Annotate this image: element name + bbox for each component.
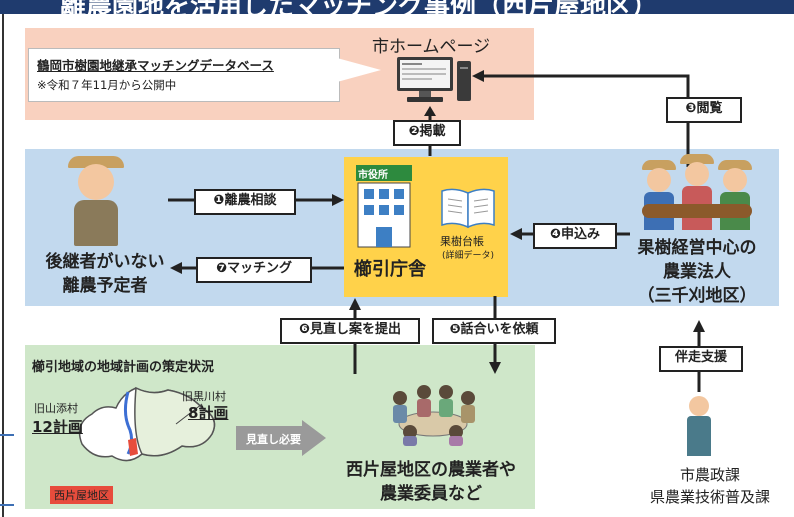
support-label: 伴走支援	[659, 346, 743, 372]
area-map	[78, 386, 216, 462]
village-1-count: 12計画	[32, 418, 83, 436]
review-label: 見直し必要	[246, 433, 301, 446]
review-arrow	[236, 420, 326, 456]
ledger-book-icon	[441, 188, 495, 229]
body-icon	[687, 416, 711, 456]
city-hall-sign: 市役所	[358, 170, 388, 181]
page-title: 離農園地を活用したマッチング事例（西片屋地区）	[60, 0, 658, 14]
corporation-line-2: 農業法人	[663, 262, 731, 282]
body-icon	[74, 200, 118, 246]
step-5-request: ❺話合いを依頼	[432, 318, 556, 344]
step-7-matching: ❼マッチング	[196, 257, 312, 283]
farmers-caption: 西片屋地区の農業者や 農業委員など	[336, 458, 526, 506]
village-1-name: 旧山添村	[34, 402, 78, 415]
corporation-line-1: 果樹経営中心の	[637, 238, 757, 258]
hat-icon	[642, 160, 676, 170]
face-icon	[685, 162, 709, 186]
database-name: 鶴岡市樹園地継承マッチングデータベース	[37, 58, 274, 73]
support-org-1: 市農政課	[679, 466, 740, 484]
hat-icon	[718, 160, 752, 170]
browse-arrow	[472, 70, 690, 167]
database-note: ※令和７年11月から公開中	[37, 78, 177, 92]
city-hall-name: 櫛引庁舎	[354, 259, 426, 280]
step-6-submit: ❻見直し案を提出	[280, 318, 420, 344]
meeting-group-icon	[393, 385, 475, 446]
face-icon	[723, 168, 747, 192]
retiree-line-1: 後継者がいない	[45, 252, 165, 272]
corporation-line-3: （三千刈地区）	[637, 286, 757, 306]
callout-tail	[337, 58, 381, 82]
homepage-title: 市ホームページ	[372, 37, 491, 57]
step-2-post: ❷掲載	[393, 120, 461, 146]
farmers-line-2: 農業委員など	[380, 484, 482, 504]
retiree-caption: 後継者がいない 離農予定者	[40, 250, 170, 298]
district-label: 西片屋地区	[50, 486, 113, 504]
retiree-line-2: 離農予定者	[62, 276, 148, 296]
support-org-2: 県農業技術普及課	[649, 488, 770, 506]
database-callout: 鶴岡市樹園地継承マッチングデータベース ※令和７年11月から公開中	[28, 48, 340, 102]
left-divider	[2, 14, 4, 517]
staff-figure	[683, 396, 715, 458]
face-icon	[647, 168, 671, 192]
ledger-label: 果樹台帳	[440, 235, 484, 248]
support-orgs: 市農政課 県農業技術普及課	[640, 464, 780, 508]
computer-icon	[397, 57, 471, 102]
margin-mark	[0, 434, 14, 436]
building-icon	[356, 165, 412, 248]
corporation-caption: 果樹経営中心の 農業法人 （三千刈地区）	[626, 236, 768, 308]
plan-heading: 櫛引地域の地域計画の策定状況	[32, 360, 215, 375]
city-hall-box: 市役所 果樹台帳 (詳細データ) 櫛引庁舎	[344, 157, 508, 297]
village-2-count: 8計画	[188, 404, 229, 422]
step-1-consult: ❶離農相談	[194, 189, 296, 215]
step-4-apply: ❹申込み	[533, 223, 617, 249]
retiree-figure	[64, 152, 128, 248]
straw-hat-icon	[68, 156, 124, 168]
face-icon	[689, 396, 709, 416]
hat-icon	[680, 154, 714, 164]
village-2-name: 旧黒川村	[182, 390, 226, 403]
farmers-line-1: 西片屋地区の農業者や	[346, 460, 516, 480]
face-icon	[78, 164, 114, 200]
fruit-basket-icon	[642, 204, 752, 218]
ledger-sub: (詳細データ)	[442, 251, 495, 261]
margin-mark	[0, 504, 14, 506]
title-bar: 離農園地を活用したマッチング事例（西片屋地区）	[0, 0, 794, 14]
step-3-browse: ❸閲覧	[666, 97, 742, 123]
corporation-figures	[642, 154, 752, 234]
